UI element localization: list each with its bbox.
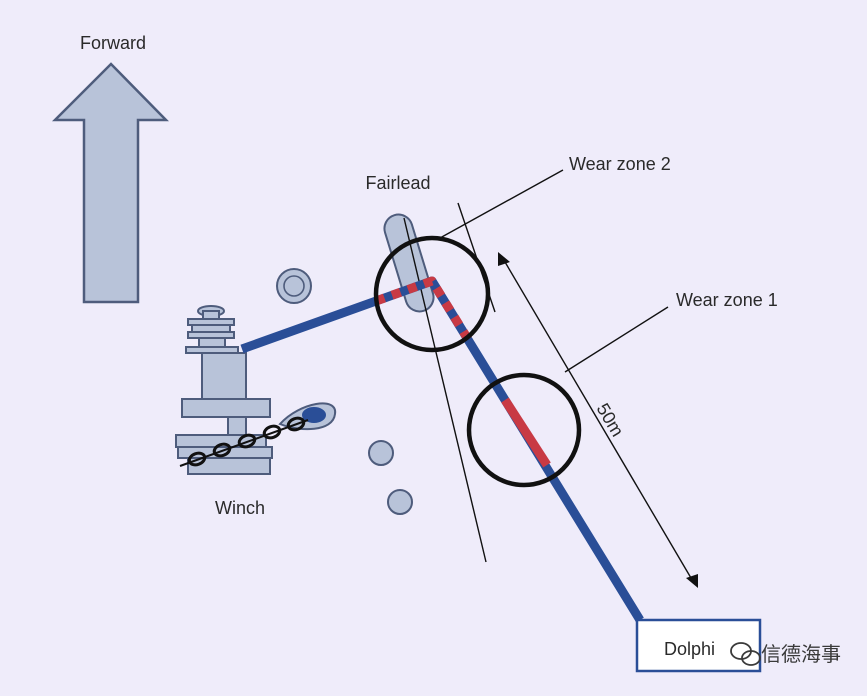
fairlead-label: Fairlead	[365, 173, 430, 193]
bollard-top	[276, 268, 312, 304]
bollard-bottom	[387, 489, 413, 515]
wear-zone-2-label: Wear zone 2	[569, 154, 671, 174]
mooring-line	[240, 276, 644, 623]
distance-dimension	[498, 252, 698, 588]
wear-zone-1-leader	[564, 306, 669, 373]
wechat-icon	[730, 642, 761, 666]
wear-zone-2-leader	[439, 169, 564, 239]
anchor-chain	[179, 416, 309, 467]
forward-label: Forward	[80, 33, 146, 53]
wear-zone-1-label: Wear zone 1	[676, 290, 778, 310]
dolphin	[635, 618, 762, 673]
wear-zone-2-circle	[373, 235, 491, 353]
winch-label: Winch	[215, 498, 265, 518]
watermark-text: 信德海事	[761, 643, 841, 666]
forward-arrow-icon	[51, 62, 169, 304]
wear-zone-1-circle	[466, 372, 582, 488]
winch	[175, 305, 337, 475]
bollard-middle	[368, 440, 394, 466]
dolphin-label: Dolphi	[664, 639, 715, 659]
deck-edge-line-1	[403, 217, 487, 563]
